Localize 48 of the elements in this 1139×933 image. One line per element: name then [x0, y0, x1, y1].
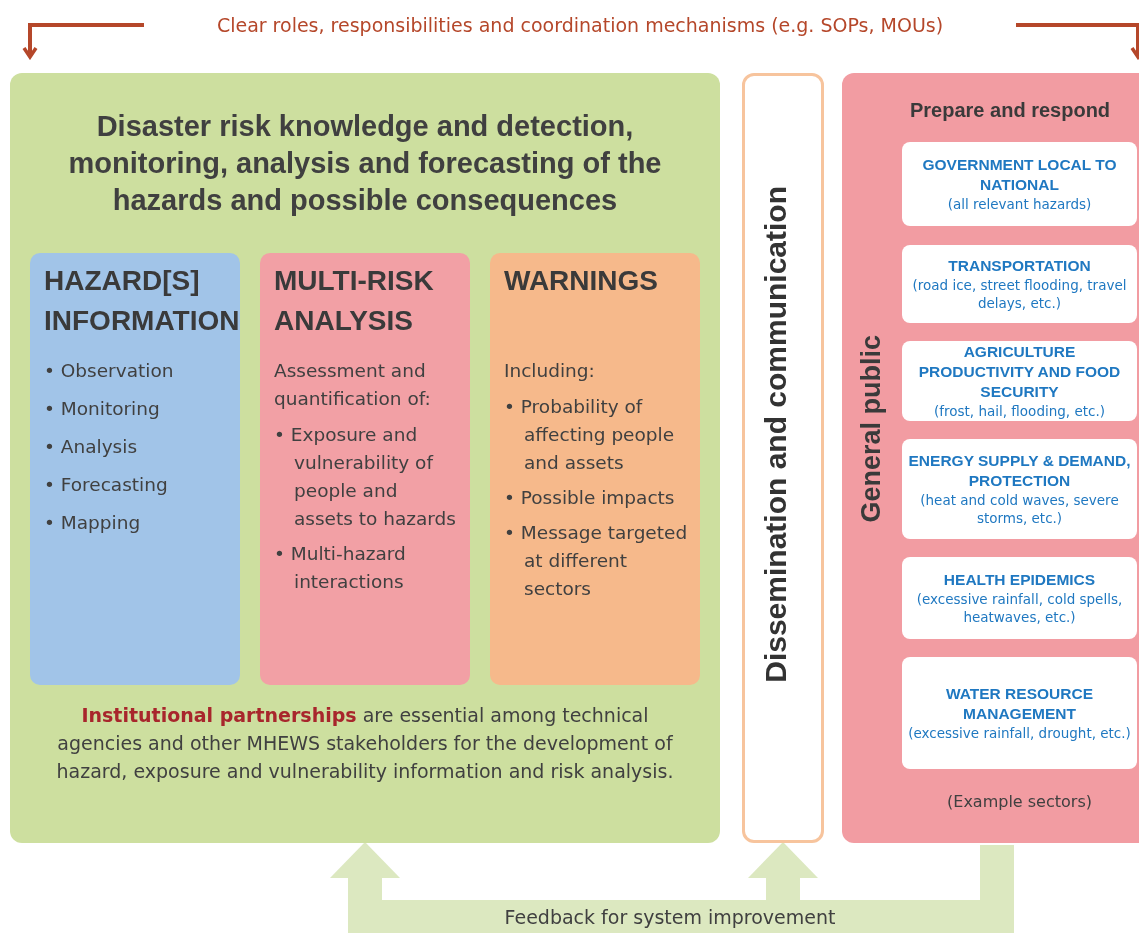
sector-title: TRANSPORTATION	[947, 256, 1092, 276]
arrow	[1016, 23, 1139, 59]
sector-title: GOVERNMENT LOCAL TO NATIONAL	[921, 155, 1118, 195]
footnote: (Example sectors)	[946, 792, 1093, 811]
sector-card	[902, 341, 1137, 421]
sector-examples: (heat and cold waves, severe storms, etc.)	[919, 491, 1120, 527]
bullet-item: • Exposure and vulnerability of people and assets to hazards	[274, 423, 457, 531]
arrow	[22, 23, 144, 59]
sector-title: HEALTH EPIDEMICS	[942, 570, 1097, 590]
sector-title: AGRICULTURE PRODUCTIVITY AND FOOD SECURITY	[917, 342, 1122, 402]
sector-examples: (excessive rainfall, drought, etc.)	[908, 724, 1131, 742]
sector-card	[902, 142, 1137, 226]
sector-examples: (frost, hail, flooding, etc.)	[933, 402, 1106, 420]
warnings-card	[490, 253, 700, 685]
sector-title: ENERGY SUPPLY & DEMAND, PROTECTION	[908, 451, 1131, 491]
bullet-item: • Observation	[44, 359, 175, 383]
public-panel	[842, 73, 1139, 843]
dissemination-panel	[742, 73, 824, 843]
bullet-item: • Mapping	[44, 511, 142, 535]
sector-card	[902, 439, 1137, 539]
sector-examples: (all relevant hazards)	[946, 195, 1093, 213]
vertical-heading: Dissemination and communication	[759, 186, 793, 683]
bullet-item: • Forecasting	[44, 473, 169, 497]
knowledge-panel	[10, 73, 720, 843]
card-heading: WARNINGS	[504, 264, 659, 298]
coordination-note: Clear roles, responsibilities and coordination mechanisms (e.g. SOPs, MOUs)	[150, 8, 1010, 42]
panel-heading: Disaster risk knowledge and detection, monitoring, analysis and forecasting of the hazards and possible consequences	[67, 109, 663, 218]
bullet-item: • Multi-hazard interactions	[274, 542, 407, 594]
sector-card	[902, 657, 1137, 769]
edge-label: Feedback for system improvement	[503, 905, 837, 929]
bullet-item: • Probability of affecting people and assets	[504, 395, 676, 475]
bullet-item: • Message targeted at different sectors	[504, 521, 689, 601]
hazard-card	[30, 253, 240, 685]
card-intro: Including:	[504, 359, 596, 383]
sector-examples: (road ice, street flooding, travel delays, etc.)	[911, 276, 1128, 312]
sector-card	[902, 245, 1137, 323]
sector-title: WATER RESOURCE MANAGEMENT	[945, 684, 1094, 724]
bullet-item: • Monitoring	[44, 397, 161, 421]
card-heading: MULTI-RISK ANALYSIS	[274, 264, 435, 338]
sector-examples: (excessive rainfall, cold spells, heatwaves, etc.)	[915, 590, 1124, 626]
vertical-heading: General public	[856, 335, 887, 523]
bullet-item: • Analysis	[44, 435, 138, 459]
partnership-note: Institutional partnerships are essential among technical agencies and other MHEWS stakeholders for the development of hazard, exposure and vulnerability information and risk analysis.	[55, 703, 675, 784]
card-intro: Assessment and quantification of:	[274, 359, 432, 411]
panel-heading: Prepare and respond	[910, 99, 1111, 122]
bullet-item: • Possible impacts	[504, 486, 676, 510]
risk-card	[260, 253, 470, 685]
sector-card	[902, 557, 1137, 639]
